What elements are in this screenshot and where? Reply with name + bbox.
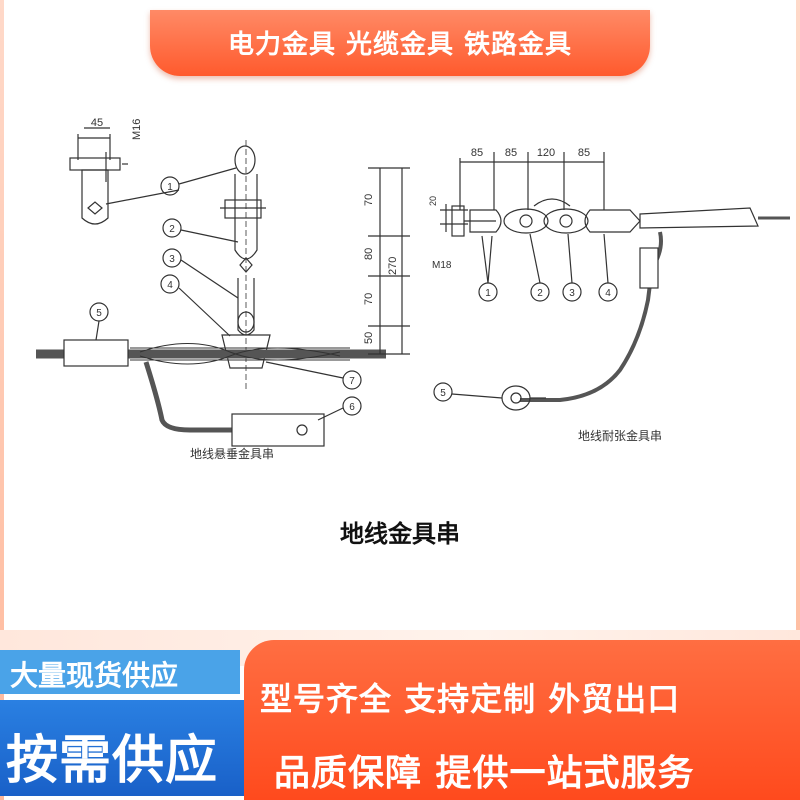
dim-top-width: 45 (91, 117, 103, 129)
callout-left-1: 1 (167, 182, 173, 193)
suspension-caption: 地线悬垂金具串 (190, 446, 274, 461)
on-demand-text: 按需供应 (6, 731, 219, 791)
dim-h-2: 85 (505, 147, 517, 159)
top-banner-title: 电力金具 光缆金具 铁路金具 (227, 30, 573, 60)
dim-total: 270 (387, 257, 399, 275)
dim-v-3: 70 (363, 293, 375, 305)
tension-string-drawing (433, 152, 790, 411)
dim-v-4: 50 (363, 332, 375, 344)
on-demand-tag: 按需供应 (0, 700, 258, 796)
tension-caption: 地线耐张金具串 (578, 428, 662, 443)
suspension-labels: 45 M16 70 80 70 50 270 1 2 3 4 5 6 7 地线悬… (91, 117, 399, 461)
diagram-title: 地线金具串 (340, 520, 460, 548)
promo-footer: 大量现货供应 按需供应 型号齐全 支持定制 外贸出口 品质保障 提供一站式服务 (0, 600, 800, 800)
left-border-strip (0, 0, 4, 800)
callout-right-2: 2 (537, 288, 543, 299)
fitting-diagram: 45 M16 70 80 70 50 270 1 2 3 4 5 6 7 地线悬… (36, 117, 790, 461)
callout-left-2: 2 (169, 224, 175, 235)
top-banner: 电力金具 光缆金具 铁路金具 (150, 10, 650, 76)
dim-v-2: 80 (363, 248, 375, 260)
dim-h-4: 85 (578, 147, 590, 159)
dim-h-3: 120 (537, 147, 555, 159)
features-line-top: 型号齐全 支持定制 外贸出口 (260, 680, 681, 718)
stock-supply-tag: 大量现货供应 (0, 650, 240, 694)
callout-right-5: 5 (440, 388, 446, 399)
callout-right-3: 3 (569, 288, 575, 299)
callout-left-6: 6 (349, 402, 355, 413)
callout-right-4: 4 (605, 288, 611, 299)
callout-right-1: 1 (485, 288, 491, 299)
dim-v-1: 70 (363, 194, 375, 206)
dim-h-1: 85 (471, 147, 483, 159)
callout-left-4: 4 (167, 280, 173, 291)
dim-bolt-left: M16 (131, 119, 143, 140)
stock-supply-text: 大量现货供应 (10, 659, 179, 692)
right-border-strip (796, 0, 800, 800)
callout-left-3: 3 (169, 254, 175, 265)
features-line-bottom: 品质保障 提供一站式服务 (274, 753, 695, 794)
tension-labels: 85 85 120 85 20 M18 1 2 3 4 5 地线耐张金具串 (428, 147, 662, 443)
dim-small: 20 (428, 196, 438, 206)
suspension-string-drawing (36, 127, 410, 447)
callout-left-5: 5 (96, 308, 102, 319)
callout-left-7: 7 (349, 376, 355, 387)
dim-bolt-right: M18 (432, 260, 452, 271)
features-panel: 型号齐全 支持定制 外贸出口 品质保障 提供一站式服务 (244, 640, 800, 800)
